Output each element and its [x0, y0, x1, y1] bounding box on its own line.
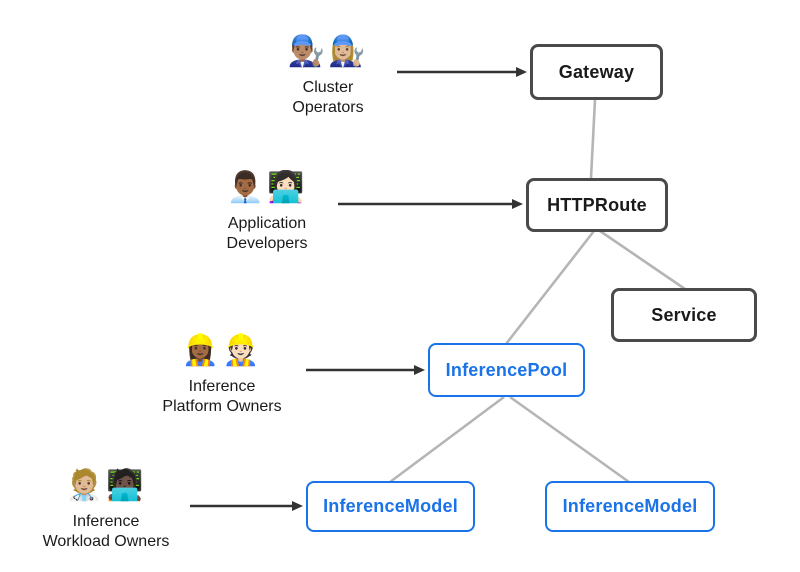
woman-mechanic-emoji: 👩🏼‍🔧 — [328, 35, 369, 68]
persona-application-developers-line2: Developers — [226, 234, 308, 252]
node-inferencemodel-right: InferenceModel — [545, 481, 715, 532]
persona-cluster-operators-line1: Cluster — [302, 79, 354, 96]
node-inferencemodel-left-label: InferenceModel — [323, 496, 458, 516]
man-construction-worker-emoji: 👷🏻 — [221, 334, 263, 367]
node-service: Service — [611, 288, 757, 342]
persona-application-developers-emojis: 👨🏾‍💼👩🏻‍💻 — [227, 170, 308, 206]
health-worker-emoji: 🧑🏼‍⚕️ — [65, 469, 106, 502]
persona-inference-workload-owners-line1: Inference — [72, 513, 140, 530]
node-inferencemodel-right-label: InferenceModel — [562, 496, 698, 516]
man-mechanic-emoji: 👨🏽‍🔧 — [287, 35, 328, 68]
persona-inference-workload-owners: 🧑🏼‍⚕️🧑🏿‍💻 Inference Workload Owners — [43, 468, 170, 551]
persona-application-developers: 👨🏾‍💼👩🏻‍💻 Application Developers — [227, 170, 308, 253]
persona-inference-workload-owners-line2: Workload Owners — [42, 532, 170, 550]
connector-inferencepool-inferencemodel-left — [389, 395, 505, 484]
woman-technologist-emoji: 👩🏻‍💻 — [267, 171, 308, 204]
node-inferencepool: InferencePool — [428, 343, 585, 397]
connector-httproute-inferencepool — [504, 230, 596, 345]
persona-inference-workload-owners-emojis: 🧑🏼‍⚕️🧑🏿‍💻 — [43, 468, 170, 504]
node-gateway: Gateway — [530, 44, 663, 100]
woman-construction-worker-emoji: 👷🏾‍♀️ — [181, 334, 222, 367]
node-httproute: HTTPRoute — [526, 178, 668, 232]
persona-cluster-operators: 👨🏽‍🔧👩🏼‍🔧 Cluster Operators — [288, 34, 369, 117]
persona-inference-platform-owners-line1: Inference — [188, 378, 256, 395]
persona-cluster-operators-line2: Operators — [292, 98, 364, 116]
node-inferencepool-label: InferencePool — [445, 359, 568, 380]
persona-inference-platform-owners: 👷🏾‍♀️👷🏻 Inference Platform Owners — [162, 333, 281, 416]
persona-cluster-operators-emojis: 👨🏽‍🔧👩🏼‍🔧 — [288, 34, 369, 70]
connector-inferencepool-inferencemodel-right — [509, 395, 630, 484]
persona-application-developers-line1: Application — [227, 215, 307, 232]
node-gateway-label: Gateway — [558, 61, 635, 82]
technologist-emoji: 🧑🏿‍💻 — [105, 469, 147, 502]
connector-httproute-service — [599, 229, 686, 291]
node-httproute-label: HTTPRoute — [547, 194, 647, 215]
node-service-label: Service — [651, 304, 717, 325]
persona-inference-platform-owners-line2: Platform Owners — [162, 397, 282, 415]
node-inferencemodel-left: InferenceModel — [306, 481, 475, 532]
man-office-worker-emoji: 👨🏾‍💼 — [226, 171, 267, 204]
connector-gateway-httproute — [589, 99, 597, 179]
persona-inference-platform-owners-emojis: 👷🏾‍♀️👷🏻 — [162, 333, 281, 369]
